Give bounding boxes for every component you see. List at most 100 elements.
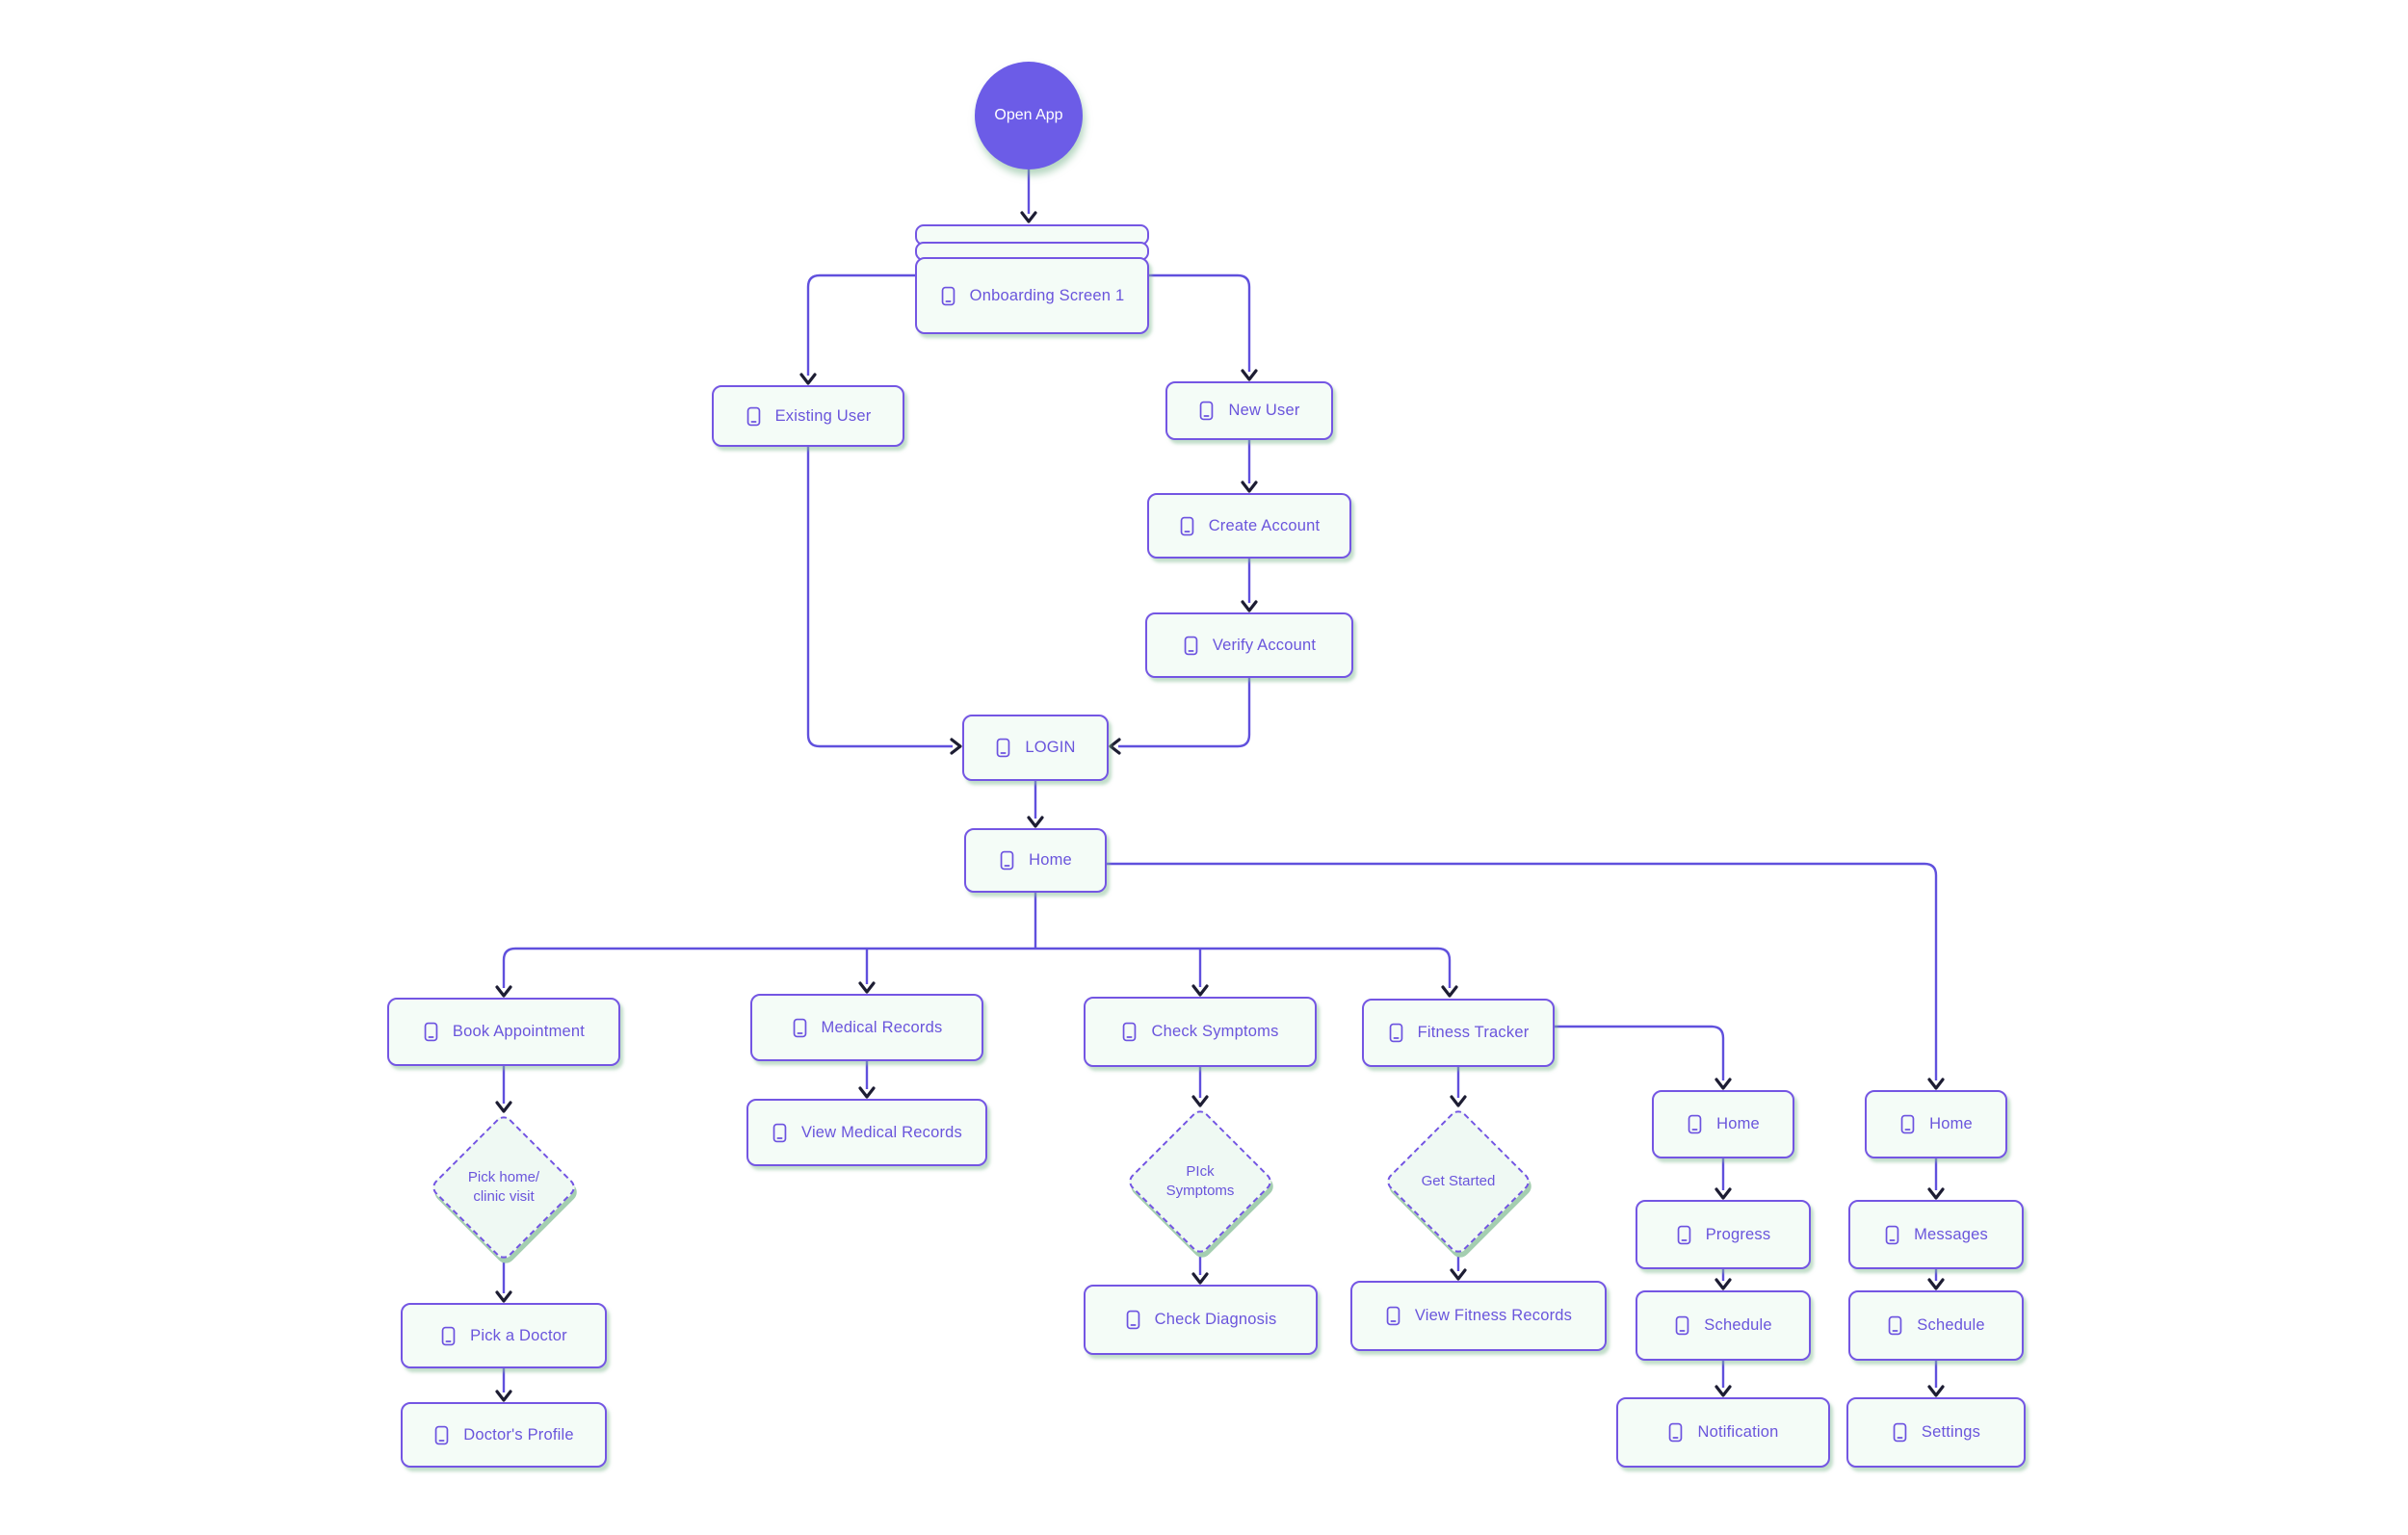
phone-icon: [1386, 1306, 1400, 1326]
arrowhead: [1020, 211, 1037, 223]
arrowhead: [1027, 816, 1044, 828]
phone-icon: [1389, 1023, 1402, 1043]
node-label: Medical Records: [821, 1018, 943, 1036]
node-label: LOGIN: [1025, 739, 1076, 756]
phone-icon: [1123, 1022, 1137, 1042]
node-fitness-tracker[interactable]: Fitness Tracker: [1362, 999, 1555, 1067]
node-doctors-profile[interactable]: Doctor's Profile: [401, 1402, 607, 1468]
node-settings[interactable]: Settings: [1846, 1397, 2026, 1468]
phone-icon: [1126, 1310, 1139, 1330]
phone-icon: [1885, 1225, 1899, 1244]
node-label: Notification: [1697, 1423, 1779, 1441]
phone-icon: [772, 1123, 787, 1142]
node-book-appointment[interactable]: Book Appointment: [387, 998, 620, 1066]
arrowhead: [1927, 1278, 1945, 1290]
node-notification[interactable]: Notification: [1616, 1397, 1830, 1468]
node-pick-a-doctor[interactable]: Pick a Doctor: [401, 1303, 607, 1368]
edge: [1555, 1025, 1725, 1080]
node-label: Doctor's Profile: [463, 1425, 574, 1444]
arrowhead: [495, 985, 512, 998]
arrowhead: [799, 373, 817, 385]
node-label: Check Symptoms: [1151, 1023, 1279, 1040]
node-label: Existing User: [774, 406, 872, 425]
arrowhead: [1241, 481, 1258, 493]
phone-icon: [1893, 1422, 1907, 1443]
node-medical-records[interactable]: Medical Records: [750, 994, 983, 1061]
decision-pick-home-clinic-visit[interactable]: Pick home/ clinic visit: [429, 1112, 579, 1262]
node-view-medical-records[interactable]: View Medical Records: [746, 1099, 987, 1166]
phone-icon: [1900, 1114, 1915, 1134]
node-new-user[interactable]: New User: [1165, 381, 1333, 440]
arrowhead: [1450, 1268, 1467, 1281]
phone-icon: [441, 1326, 456, 1345]
node-label: Schedule: [1917, 1316, 1985, 1334]
node-verify-account[interactable]: Verify Account: [1145, 612, 1353, 678]
phone-icon: [941, 286, 955, 305]
phone-icon: [1677, 1225, 1690, 1244]
node-label: Onboarding Screen 1: [969, 286, 1125, 304]
node-label: Messages: [1914, 1225, 1988, 1243]
node-label: New User: [1228, 402, 1300, 419]
node-home[interactable]: Home: [964, 828, 1107, 893]
phone-icon: [1675, 1315, 1689, 1336]
decision-get-started[interactable]: Get Started: [1383, 1106, 1533, 1257]
decision-pick-symptoms[interactable]: PIck Symptoms: [1125, 1106, 1275, 1257]
arrowhead: [1450, 1095, 1467, 1107]
node-check-symptoms[interactable]: Check Symptoms: [1084, 997, 1317, 1067]
node-view-fitness-records[interactable]: View Fitness Records: [1350, 1281, 1607, 1351]
node-label: Book Appointment: [452, 1023, 586, 1040]
phone-icon: [1184, 636, 1198, 655]
decision-label: Get Started: [1421, 1172, 1496, 1189]
node-label: Home: [1929, 1115, 1973, 1132]
phone-icon: [434, 1425, 449, 1444]
node-schedule-fitness[interactable]: Schedule: [1636, 1290, 1811, 1361]
phone-icon: [1000, 850, 1014, 871]
phone-icon: [793, 1018, 806, 1037]
node-home-right[interactable]: Home: [1865, 1090, 2007, 1158]
phone-icon: [1200, 401, 1214, 421]
node-label: View Fitness Records: [1414, 1307, 1573, 1324]
node-existing-user[interactable]: Existing User: [712, 385, 904, 447]
node-progress[interactable]: Progress: [1636, 1200, 1811, 1269]
node-open-app[interactable]: Open App: [975, 62, 1083, 169]
arrowhead: [1191, 1272, 1209, 1285]
arrowhead: [1714, 1385, 1732, 1397]
edge: [1118, 678, 1251, 748]
arrowhead: [858, 1086, 876, 1099]
arrowhead: [495, 1101, 512, 1113]
node-label: Check Diagnosis: [1154, 1311, 1277, 1328]
node-home-fitness[interactable]: Home: [1652, 1090, 1794, 1158]
node-login[interactable]: LOGIN: [962, 715, 1109, 781]
edge: [502, 947, 1452, 988]
phone-icon: [1669, 1422, 1683, 1443]
node-label: Home: [1716, 1115, 1760, 1132]
node-label: Pick a Doctor: [470, 1326, 567, 1344]
phone-icon: [997, 738, 1010, 758]
arrowhead: [1109, 738, 1121, 755]
phone-icon: [424, 1022, 438, 1042]
node-label: Settings: [1921, 1423, 1981, 1441]
arrowhead: [950, 738, 962, 755]
node-create-account[interactable]: Create Account: [1147, 493, 1351, 559]
node-label: Progress: [1705, 1225, 1771, 1243]
phone-icon: [1180, 516, 1193, 535]
node-messages[interactable]: Messages: [1848, 1200, 2024, 1269]
node-label: Create Account: [1208, 516, 1321, 534]
arrowhead: [1241, 369, 1258, 381]
node-onboarding-screen-1[interactable]: Onboarding Screen 1: [915, 257, 1149, 334]
decision-label: Pick home/ clinic visit: [467, 1168, 540, 1205]
node-label: View Medical Records: [801, 1123, 962, 1141]
phone-icon: [1688, 1114, 1702, 1134]
node-label: Schedule: [1704, 1316, 1772, 1334]
node-label: Open App: [994, 107, 1063, 123]
node-check-diagnosis[interactable]: Check Diagnosis: [1084, 1285, 1318, 1355]
arrowhead: [1191, 1095, 1209, 1107]
arrowhead: [495, 1290, 512, 1303]
arrowhead: [1927, 1385, 1945, 1397]
arrowhead: [1241, 600, 1258, 612]
arrowhead: [1191, 984, 1209, 997]
node-schedule-right[interactable]: Schedule: [1848, 1290, 2024, 1361]
decision-label: PIck Symptoms: [1165, 1162, 1235, 1199]
arrowhead: [1714, 1278, 1732, 1290]
